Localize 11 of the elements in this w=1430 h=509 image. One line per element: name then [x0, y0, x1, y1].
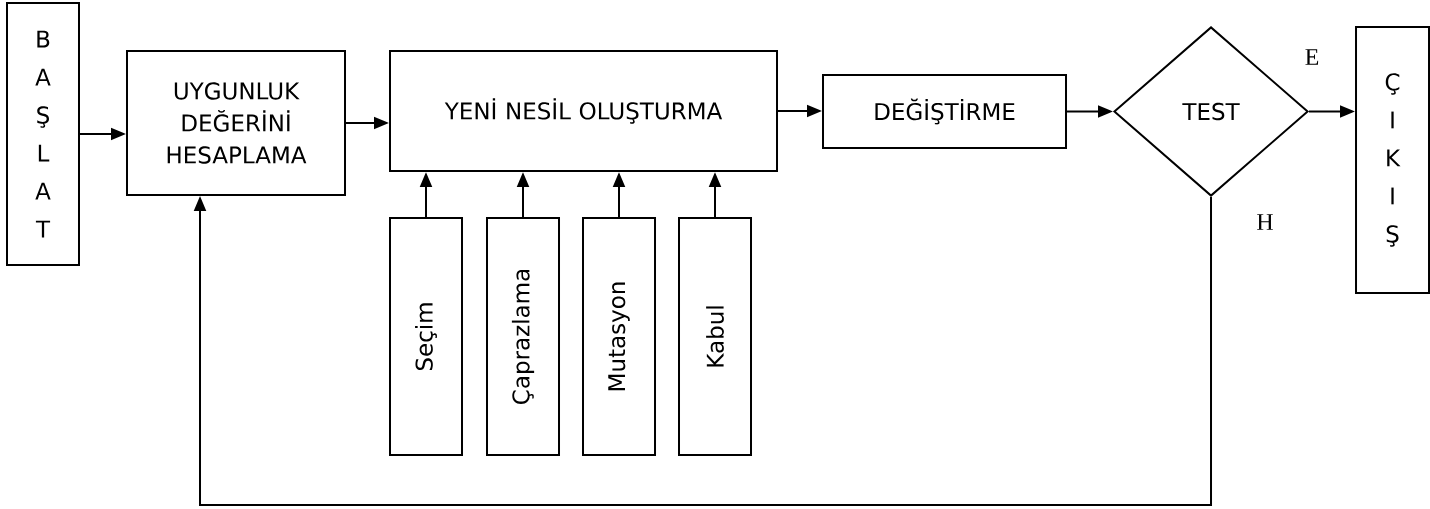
operator-box: Kabul — [678, 217, 752, 456]
operator-box: Seçim — [389, 217, 463, 456]
start-box: B A Ş L A T — [6, 2, 80, 266]
process-box: UYGUNLUK DEĞERİNİ HESAPLAMA — [126, 50, 346, 196]
edge-label: H — [1254, 212, 1276, 232]
operator-box: Çaprazlama — [486, 217, 560, 456]
process-box: YENİ NESİL OLUŞTURMA — [389, 50, 778, 172]
end-box: Ç I K I Ş — [1355, 26, 1430, 294]
operator-box: Mutasyon — [582, 217, 656, 456]
process-box: DEĞİŞTİRME — [822, 74, 1067, 149]
arrow — [193, 196, 1212, 506]
